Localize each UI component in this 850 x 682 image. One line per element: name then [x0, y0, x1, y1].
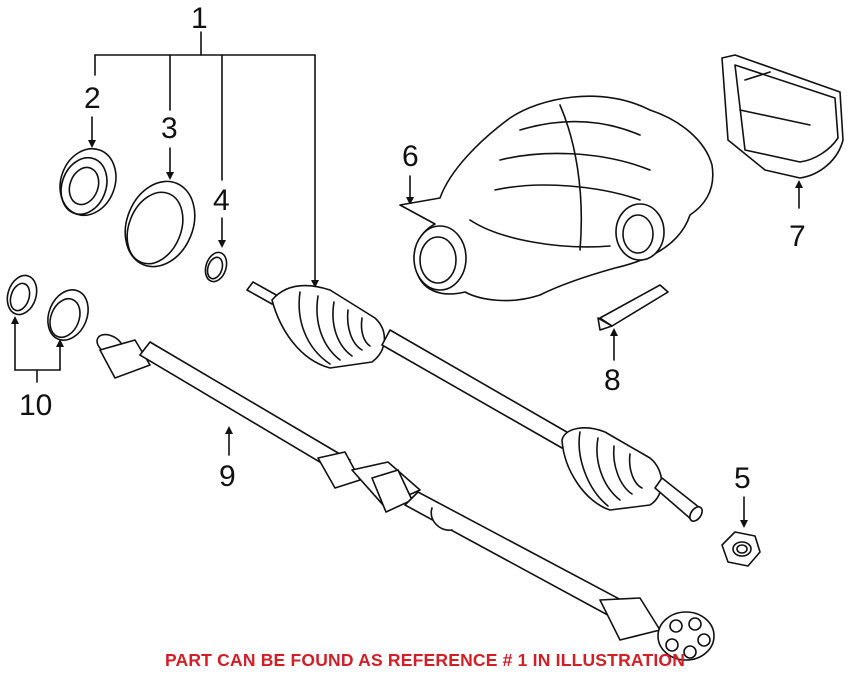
seal-pair [6, 274, 89, 341]
callout-labels: 1 2 3 4 5 6 7 8 9 10 [19, 2, 806, 495]
callout-5: 5 [734, 462, 751, 495]
axle-shaft [246, 281, 703, 522]
callout-7: 7 [789, 220, 806, 253]
callout-1-leader [94, 31, 319, 288]
seal-ring-large [124, 180, 196, 268]
callout-10-leader [11, 316, 64, 383]
differential-housing [399, 95, 714, 302]
callout-9: 9 [219, 460, 236, 493]
drive-shaft [96, 333, 661, 641]
seal-ring-small [59, 147, 117, 217]
reference-caption: PART CAN BE FOUND AS REFERENCE # 1 IN IL… [164, 650, 686, 670]
callout-8: 8 [604, 364, 621, 397]
flange-nut [721, 531, 761, 567]
callout-10: 10 [19, 389, 52, 422]
callout-6: 6 [402, 140, 419, 173]
snap-ring [204, 251, 228, 283]
differential-cover [721, 54, 844, 179]
callout-1: 1 [191, 2, 208, 35]
flex-disc-flange [657, 611, 715, 661]
mounting-bracket [597, 284, 669, 331]
callout-3: 3 [161, 112, 178, 145]
callout-2: 2 [84, 82, 101, 115]
callout-4: 4 [213, 184, 230, 217]
